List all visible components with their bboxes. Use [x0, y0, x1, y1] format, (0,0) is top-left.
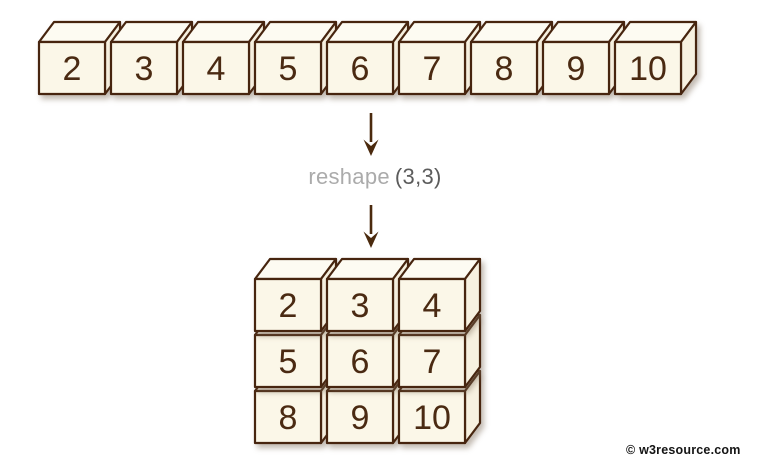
reshape-label: reshape(3,3) — [260, 164, 490, 190]
cube-front-face — [37, 40, 107, 96]
cube-front-face — [253, 40, 323, 96]
cube-number: 3 — [351, 287, 370, 325]
cube-front-face — [397, 333, 467, 389]
cube-number: 8 — [279, 399, 298, 437]
cube-front-face — [397, 277, 467, 333]
cube-number: 6 — [351, 343, 370, 381]
cube-number: 10 — [413, 399, 451, 437]
cube-front-face — [109, 40, 179, 96]
cube-number: 9 — [567, 50, 586, 88]
cube-front-face — [541, 40, 611, 96]
cube-front-face — [397, 389, 467, 445]
cube-front-face — [325, 40, 395, 96]
cube-number: 9 — [351, 399, 370, 437]
cube: 10 — [613, 20, 698, 96]
cube-number: 8 — [495, 50, 514, 88]
cube: 2 — [37, 20, 122, 96]
cube-number: 6 — [351, 50, 370, 88]
cube-number: 3 — [135, 50, 154, 88]
cube-number: 5 — [279, 343, 298, 381]
cube-number: 2 — [63, 50, 82, 88]
cube-front-face — [613, 40, 683, 96]
down-arrow-icon — [363, 205, 379, 248]
cube-number: 2 — [279, 287, 298, 325]
cube-number: 10 — [629, 50, 667, 88]
cube-number: 4 — [423, 287, 442, 325]
cube-front-face — [181, 40, 251, 96]
cube: 4 — [397, 257, 482, 333]
cube-number: 7 — [423, 50, 442, 88]
watermark: © w3resource.com — [626, 443, 741, 457]
reshape-args-text: (3,3) — [394, 164, 442, 189]
cube-front-face — [253, 389, 323, 445]
reshape-operation-text: reshape — [308, 164, 390, 189]
cube-front-face — [469, 40, 539, 96]
cube-number: 5 — [279, 50, 298, 88]
down-arrow-icon — [363, 113, 379, 156]
cube: 2 — [253, 257, 338, 333]
cube-front-face — [325, 333, 395, 389]
cube-front-face — [397, 40, 467, 96]
cube-number: 4 — [207, 50, 226, 88]
cube: 3 — [325, 257, 410, 333]
cube-front-face — [253, 277, 323, 333]
cube-front-face — [325, 389, 395, 445]
cube-number: 7 — [423, 343, 442, 381]
cube-front-face — [253, 333, 323, 389]
cube-front-face — [325, 277, 395, 333]
